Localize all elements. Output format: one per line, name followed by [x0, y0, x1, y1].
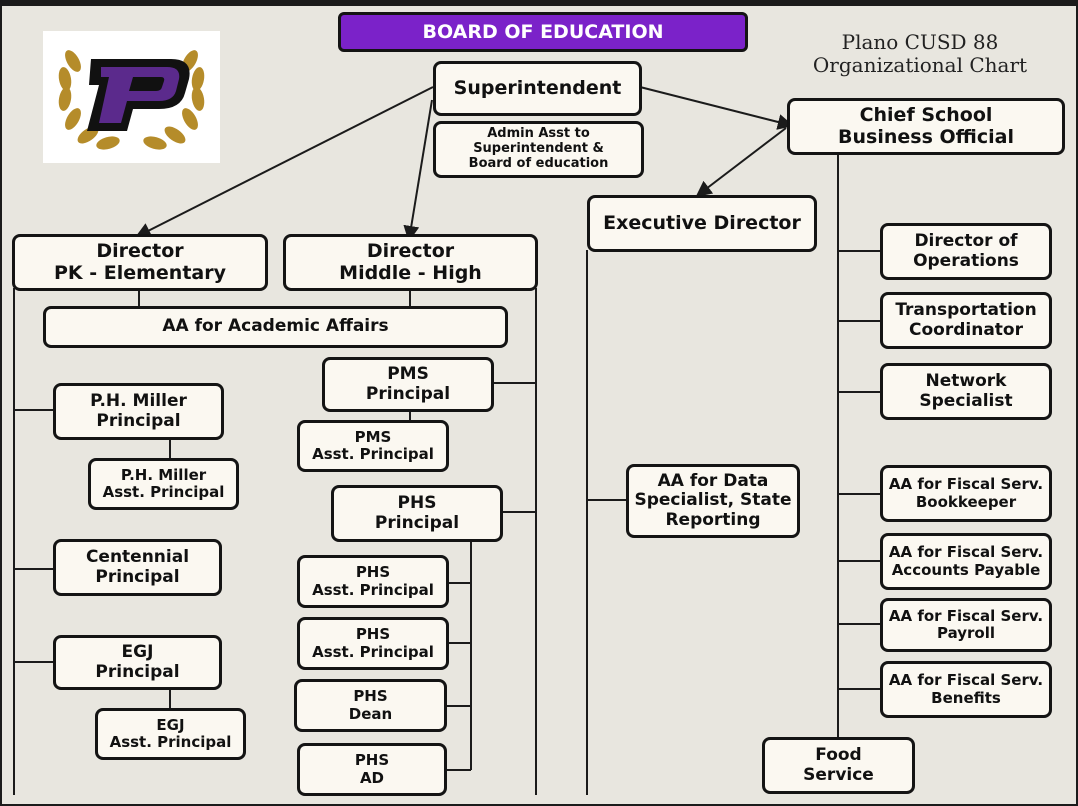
- aa-bookkeeper-box: AA for Fiscal Serv. Bookkeeper: [880, 465, 1052, 522]
- ph-miller-principal-box: P.H. Miller Principal: [53, 383, 224, 440]
- csbo-box: Chief School Business Official: [787, 98, 1065, 155]
- plano-p-laurel-icon: [58, 50, 205, 150]
- aa-data-specialist-box: AA for Data Specialist, State Reporting: [626, 464, 800, 538]
- district-logo: [43, 31, 220, 163]
- aa-academic-affairs-box: AA for Academic Affairs: [43, 306, 508, 348]
- director-mh-box: Director Middle - High: [283, 234, 538, 291]
- pms-asst-box: PMS Asst. Principal: [297, 420, 449, 472]
- superintendent-box: Superintendent: [433, 61, 642, 116]
- phs-principal-box: PHS Principal: [331, 485, 503, 542]
- network-specialist-box: Network Specialist: [880, 363, 1052, 420]
- phs-asst-principal-2-box: PHS Asst. Principal: [297, 617, 449, 670]
- chart-title: Plano CUSD 88 Organizational Chart: [812, 30, 1028, 77]
- board-of-education: BOARD OF EDUCATION: [338, 12, 748, 52]
- egj-principal-box: EGJ Principal: [53, 635, 222, 690]
- aa-accounts-payable-box: AA for Fiscal Serv. Accounts Payable: [880, 533, 1052, 590]
- aa-payroll-box: AA for Fiscal Serv. Payroll: [880, 598, 1052, 652]
- executive-director-box: Executive Director: [587, 195, 817, 252]
- phs-ad-box: PHS AD: [297, 743, 447, 796]
- pms-principal-box: PMS Principal: [322, 357, 494, 412]
- admin-asst-box: Admin Asst to Superintendent & Board of …: [433, 121, 644, 178]
- egj-asst-box: EGJ Asst. Principal: [95, 708, 246, 760]
- transportation-coordinator-box: Transportation Coordinator: [880, 292, 1052, 349]
- director-pk-box: Director PK - Elementary: [12, 234, 268, 291]
- food-service-box: Food Service: [762, 737, 915, 794]
- centennial-principal-box: Centennial Principal: [53, 539, 222, 596]
- phs-dean-box: PHS Dean: [294, 679, 447, 732]
- ph-miller-asst-box: P.H. Miller Asst. Principal: [88, 458, 239, 510]
- phs-asst-principal-1-box: PHS Asst. Principal: [297, 555, 449, 608]
- aa-benefits-box: AA for Fiscal Serv. Benefits: [880, 661, 1052, 718]
- director-operations-box: Director of Operations: [880, 223, 1052, 280]
